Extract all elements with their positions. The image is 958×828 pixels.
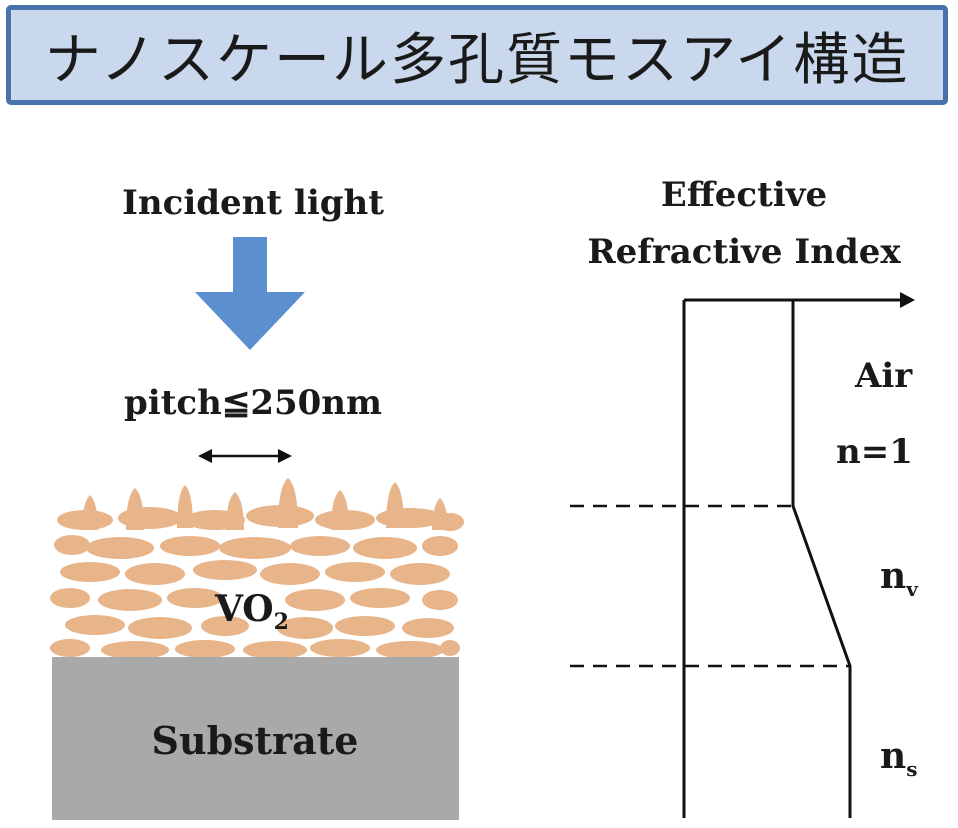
vo2-particle (118, 507, 182, 529)
vo2-particle (201, 616, 249, 636)
vo2-particle (54, 535, 90, 555)
vo2-particle (185, 510, 245, 530)
vo2-particle (402, 618, 454, 638)
page-title: ナノスケール多孔質モスアイ構造 (44, 27, 910, 93)
pitch-label: pitch≦250nm (124, 383, 382, 423)
pitch-double-arrow (198, 449, 292, 463)
vo2-particle (243, 641, 307, 659)
nv-label-base: n (880, 555, 907, 597)
vo2-particle (98, 589, 162, 611)
nv-label: nv (880, 555, 918, 601)
vo2-particle (128, 617, 192, 639)
vo2-particle (422, 590, 458, 610)
vo2-particle (167, 588, 223, 608)
vo2-particle (57, 510, 113, 530)
vo2-particle (277, 617, 333, 639)
vo2-label-base: VO (215, 588, 274, 630)
vo2-particle (325, 562, 385, 582)
incident-light-arrow (195, 237, 305, 350)
vo2-particle (290, 536, 350, 556)
vo2-particle (86, 537, 154, 559)
vo2-porous-layer (50, 478, 464, 659)
ns-label-subscript: s (906, 757, 918, 782)
vo2-particle (50, 639, 90, 657)
vo2-particle (335, 616, 395, 636)
vo2-particle (353, 537, 417, 559)
substrate-label: Substrate (151, 718, 359, 763)
vo2-particle (101, 641, 169, 659)
vo2-particle (260, 563, 320, 585)
vo2-particle (422, 536, 458, 556)
vo2-particle (219, 537, 291, 559)
vo2-particle (376, 641, 444, 659)
vo2-particle (246, 505, 314, 527)
vo2-particle (160, 536, 220, 556)
refractive-index-graph (570, 292, 915, 818)
vo2-particle (50, 588, 90, 608)
vo2-particle (60, 562, 120, 582)
title-banner: ナノスケール多孔質モスアイ構造 (6, 5, 948, 105)
vo2-particle (390, 563, 450, 585)
n1-label: n=1 (836, 432, 913, 472)
air-label: Air (855, 356, 913, 396)
vo2-particle (436, 513, 464, 531)
vo2-particle (125, 563, 185, 585)
vo2-particle (315, 510, 375, 530)
index-profile-line (791, 300, 852, 818)
vo2-particle (310, 639, 370, 657)
vo2-particle (376, 508, 444, 528)
vo2-particle (285, 589, 345, 611)
vo2-particle (350, 588, 410, 608)
substrate-block (52, 657, 459, 820)
axis-title-line2: Refractive Index (587, 232, 901, 272)
axis-title-line1: Effective (660, 175, 828, 215)
ns-label: ns (880, 735, 917, 781)
vo2-particle (65, 615, 125, 635)
vo2-particle (440, 640, 460, 656)
ns-label-base: n (880, 735, 907, 777)
incident-light-label: Incident light (122, 183, 384, 223)
axis-arrowhead (900, 292, 915, 308)
nv-label-subscript: v (906, 577, 918, 602)
vo2-particle (193, 560, 257, 580)
vo2-label-subscript: 2 (273, 609, 289, 636)
vo2-particle (175, 640, 235, 658)
vo2-label: VO2 (215, 588, 289, 635)
